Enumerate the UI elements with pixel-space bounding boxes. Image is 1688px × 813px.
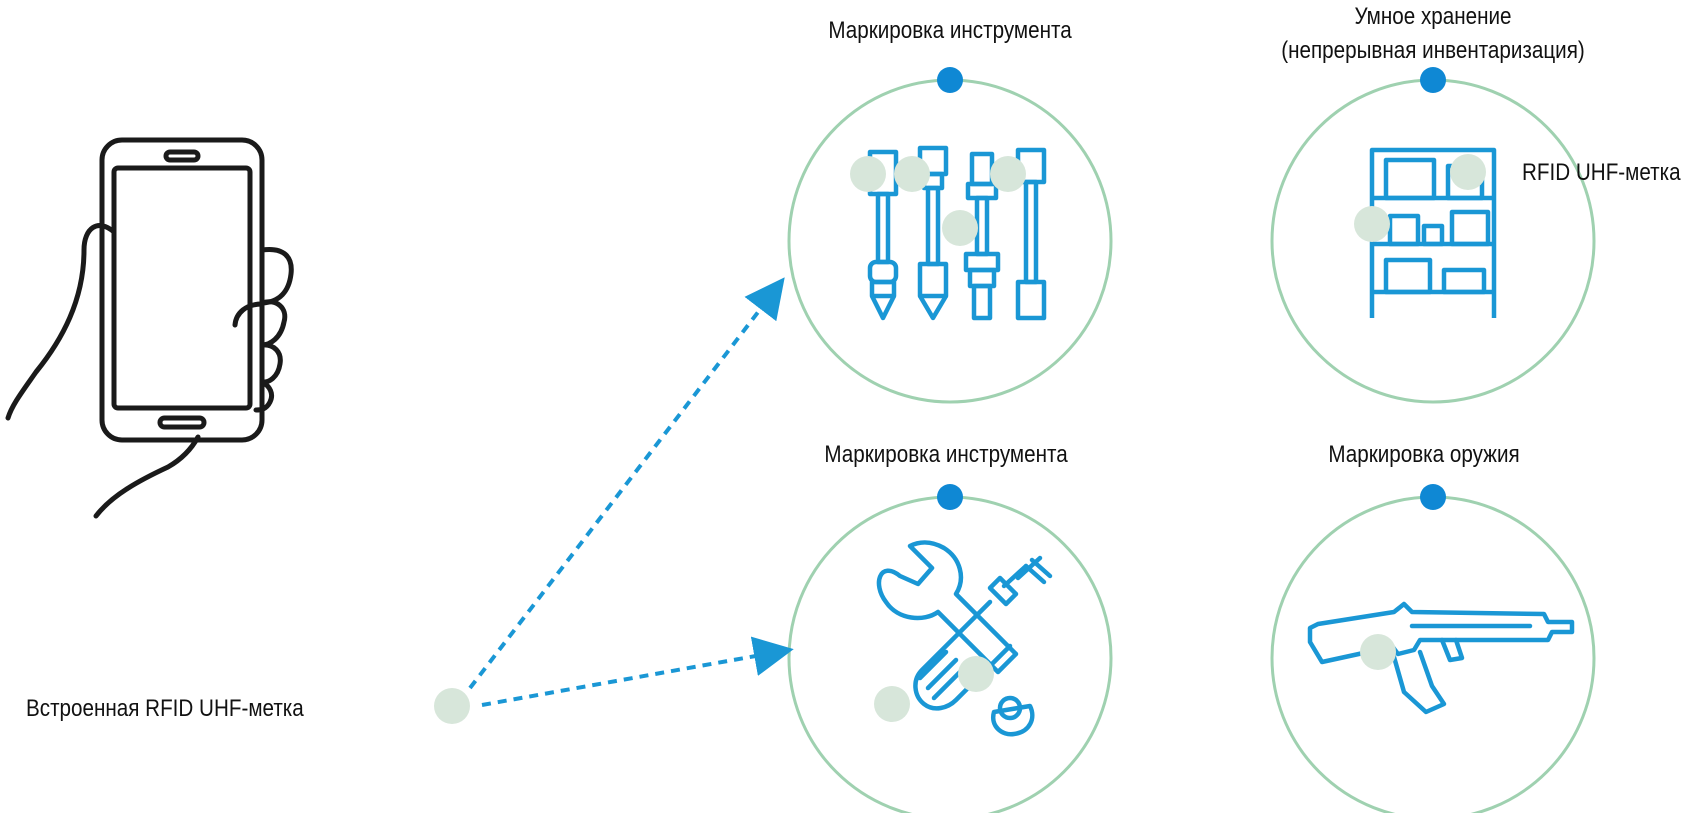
rfid-tag-label: RFID UHF-метка [1522, 159, 1681, 186]
arrow-to-tools [468, 277, 785, 690]
tool-marking-bottom-label: Маркировка инструмента [824, 441, 1068, 468]
storage-shelf-icon [1369, 147, 1497, 318]
rfid-tag-dot [850, 156, 886, 192]
smart-storage-label-line1: Умное хранение [1354, 3, 1512, 30]
phone-in-hand-icon [5, 137, 294, 519]
connector-dot [1420, 484, 1446, 510]
smart-storage-circle [1270, 78, 1596, 404]
rfid-tag-dot [942, 210, 978, 246]
rfid-tag-dot [874, 686, 910, 722]
tool-marking-circle-bottom [787, 495, 1113, 813]
dashed-arrows [468, 277, 794, 707]
rfid-tag-dots [434, 154, 1486, 724]
weapon-marking-label: Маркировка оружия [1328, 441, 1520, 468]
connector-dots [937, 67, 1446, 510]
connector-dot [1420, 67, 1446, 93]
connector-dot [937, 484, 963, 510]
arrow-to-wrench [481, 636, 794, 707]
rfid-tag-dot [434, 688, 470, 724]
embedded-tag-label: Встроенная RFID UHF-метка [26, 695, 304, 722]
rfid-tag-dot [1360, 634, 1396, 670]
connector-dot [937, 67, 963, 93]
smart-storage-label-line2: (непрерывная инвентаризация) [1281, 37, 1585, 64]
rifle-icon [1307, 601, 1575, 715]
tool-marking-top-label: Маркировка инструмента [828, 17, 1072, 44]
rfid-tag-dot [990, 156, 1026, 192]
rfid-tag-dot [894, 156, 930, 192]
rfid-tag-dot [1354, 206, 1390, 242]
rfid-tag-dot [1450, 154, 1486, 190]
rfid-tag-dot [958, 656, 994, 692]
